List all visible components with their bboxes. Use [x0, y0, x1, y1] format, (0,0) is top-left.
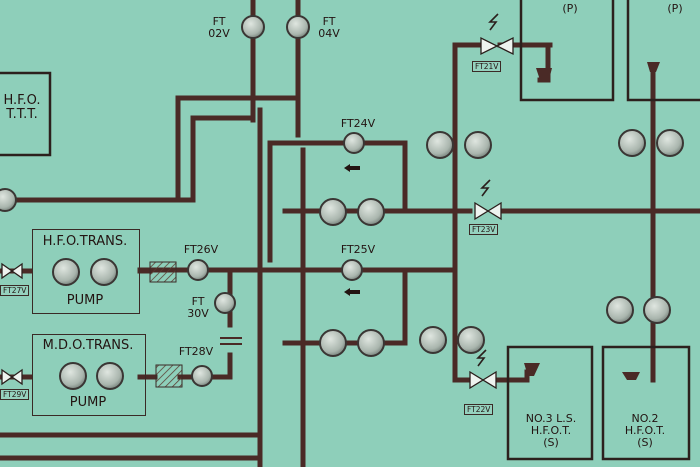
indicator-lamp-icon	[187, 259, 209, 281]
indicator-lamp-icon	[319, 198, 347, 226]
indicator-lamp-icon	[286, 15, 310, 39]
strainer-icon	[155, 364, 183, 388]
funnel-no2	[622, 372, 640, 380]
flow-arrow-left-icon	[344, 288, 360, 296]
hfot-p-1-box	[519, 0, 615, 102]
indicator-lamp-icon	[618, 129, 646, 157]
hfo-tank-left-box	[0, 71, 52, 157]
label-hfo-tank-left: H.F.O. T.T.T.	[3, 93, 41, 122]
indicator-lamp-icon	[52, 258, 80, 286]
actuator-ft22v	[476, 349, 487, 367]
flow-arrow-left-icon	[344, 164, 360, 172]
label-ft28v: FT28V	[178, 345, 214, 358]
strainer-icon	[149, 261, 177, 283]
label-no3-ls-hfot: NO.3 L.S. H.F.O.T. (S)	[525, 412, 577, 449]
indicator-lamp-icon	[191, 365, 213, 387]
indicator-lamp-icon	[96, 362, 124, 390]
label-ft26v: FT26V	[183, 243, 219, 256]
hfo-trans-pump-box	[32, 229, 140, 314]
no2-hfot-box	[601, 345, 691, 461]
valve-icon	[1, 368, 23, 386]
indicator-lamp-icon	[59, 362, 87, 390]
ft30v-coupling	[220, 337, 242, 345]
indicator-lamp-icon	[0, 188, 17, 212]
valve-icon	[474, 201, 502, 221]
actuator-ft21v	[488, 13, 499, 31]
tag-ft23v: FT23V	[469, 224, 499, 235]
indicator-lamp-icon	[426, 131, 454, 159]
label-hfot-p-2: H.F.O.T. (P)	[655, 0, 695, 15]
valve-icon	[469, 370, 497, 390]
indicator-lamps	[0, 15, 684, 390]
indicator-lamp-icon	[90, 258, 118, 286]
label-ft04v: FT 04V	[318, 15, 340, 40]
hfot-p-2-box	[626, 0, 700, 102]
tag-ft21v: FT21V	[472, 61, 502, 72]
hfo-trans-pump-label: PUMP	[66, 293, 104, 308]
indicator-lamp-icon	[643, 296, 671, 324]
no3-ls-hfot-box	[506, 345, 594, 461]
funnel-hfot-p1	[536, 68, 552, 80]
tag-ft27v: FT27V	[0, 285, 30, 296]
mdo-trans-title: M.D.O.TRANS.	[42, 338, 134, 353]
label-ft30v: FT 30V	[187, 295, 209, 320]
indicator-lamp-icon	[656, 129, 684, 157]
label-no2-hfot: NO.2 H.F.O.T. (S)	[624, 412, 666, 449]
indicator-lamp-icon	[214, 292, 236, 314]
label-ft25v: FT25V	[340, 243, 376, 256]
tag-ft29v: FT29V	[0, 389, 30, 400]
actuator-ft23v	[480, 179, 491, 197]
indicator-lamp-icon	[419, 326, 447, 354]
indicator-lamp-icon	[464, 131, 492, 159]
mdo-trans-pump-label: PUMP	[69, 395, 107, 410]
indicator-lamp-icon	[606, 296, 634, 324]
label-hfot-p-1: H.F.O.T. (P)	[550, 0, 590, 15]
tag-ft22v: FT22V	[464, 404, 494, 415]
indicator-lamp-icon	[241, 15, 265, 39]
indicator-lamp-icon	[343, 132, 365, 154]
indicator-lamp-icon	[357, 329, 385, 357]
pipe-left-branch	[0, 95, 256, 203]
label-ft02v: FT 02V	[208, 15, 230, 40]
indicator-lamp-icon	[457, 326, 485, 354]
label-ft24v: FT24V	[340, 117, 376, 130]
hfo-trans-title: H.F.O.TRANS.	[42, 234, 128, 249]
valve-icon	[1, 262, 23, 280]
funnel-no3	[524, 363, 540, 376]
indicator-lamp-icon	[341, 259, 363, 281]
valve-icon	[480, 36, 514, 56]
funnel-hfot-p2	[647, 62, 660, 72]
mdo-trans-pump-box	[32, 334, 146, 416]
indicator-lamp-icon	[319, 329, 347, 357]
indicator-lamp-icon	[357, 198, 385, 226]
